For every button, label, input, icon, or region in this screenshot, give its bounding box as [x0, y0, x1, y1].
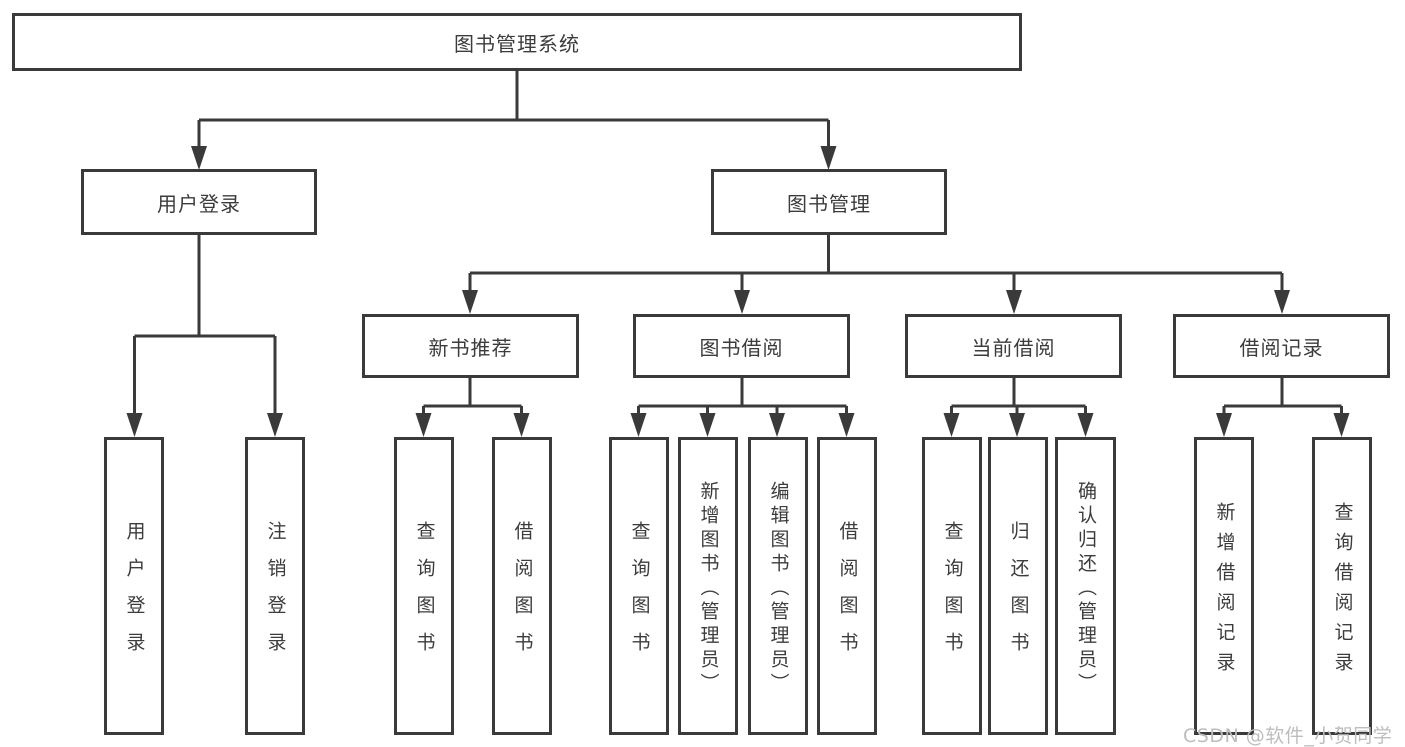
- leaf-label: 新增图书（管理员）: [697, 480, 720, 697]
- leaf-label: 查询图书: [413, 521, 436, 669]
- node-leaf-user-login: 用户登录: [104, 437, 164, 735]
- node-leaf-borrow-books: 借阅图书: [817, 437, 877, 735]
- node-leaf-borrow-books-recommend: 借阅图书: [492, 437, 552, 735]
- node-current-borrowing: 当前借阅: [905, 314, 1122, 378]
- node-user-login-branch: 用户登录: [81, 169, 317, 235]
- node-new-book-recommend: 新书推荐: [362, 314, 579, 378]
- leaf-label: 用户登录: [123, 521, 146, 669]
- leaf-label: 借阅图书: [511, 521, 534, 669]
- leaf-label: 查询图书: [628, 521, 651, 669]
- node-leaf-query-books-borrowing: 查询图书: [609, 437, 669, 735]
- node-leaf-query-borrow-record: 查询借阅记录: [1312, 437, 1372, 735]
- leaf-label: 注销登录: [264, 521, 287, 669]
- node-leaf-add-borrow-record: 新增借阅记录: [1194, 437, 1254, 735]
- leaf-label: 新增借阅记录: [1213, 501, 1236, 682]
- leaf-label: 确认归还（管理员）: [1075, 480, 1097, 697]
- node-book-borrowing: 图书借阅: [633, 314, 850, 378]
- leaf-label: 借阅图书: [836, 521, 859, 669]
- node-leaf-add-books-admin: 新增图书（管理员）: [678, 437, 738, 735]
- node-leaf-confirm-return-admin: 确认归还（管理员）: [1055, 437, 1116, 735]
- node-leaf-logout: 注销登录: [245, 437, 305, 735]
- leaf-label: 归还图书: [1007, 521, 1030, 669]
- leaf-label: 查询图书: [941, 521, 964, 669]
- csdn-watermark: CSDN @软件_小贺同学: [1183, 725, 1393, 747]
- node-leaf-edit-books-admin: 编辑图书（管理员）: [748, 437, 808, 735]
- leaf-label: 编辑图书（管理员）: [767, 480, 790, 697]
- node-root-system: 图书管理系统: [12, 13, 1022, 71]
- node-leaf-return-books: 归还图书: [988, 437, 1048, 735]
- node-book-management-branch: 图书管理: [711, 169, 947, 235]
- leaf-label: 查询借阅记录: [1331, 501, 1354, 682]
- node-leaf-query-books-current: 查询图书: [922, 437, 982, 735]
- node-leaf-query-books-recommend: 查询图书: [394, 437, 454, 735]
- node-borrowing-records: 借阅记录: [1173, 314, 1390, 378]
